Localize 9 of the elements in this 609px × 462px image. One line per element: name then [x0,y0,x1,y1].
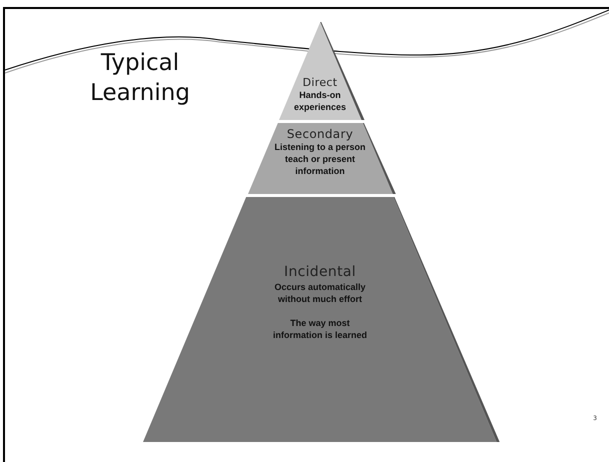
tier-description: Hands-on experiences [292,89,347,114]
tier-heading: Incidental [284,264,356,281]
tier-description: Occurs automatically without much effort [273,280,366,305]
tier-description: The way most information is learned [272,316,368,341]
pyramid-tier [140,197,500,442]
tier-description: Listening to a person teach or present information [273,141,366,178]
tier-heading: Secondary [286,127,354,142]
slide-title: Typical Learning [89,49,191,108]
tier-heading: Direct [302,76,338,90]
